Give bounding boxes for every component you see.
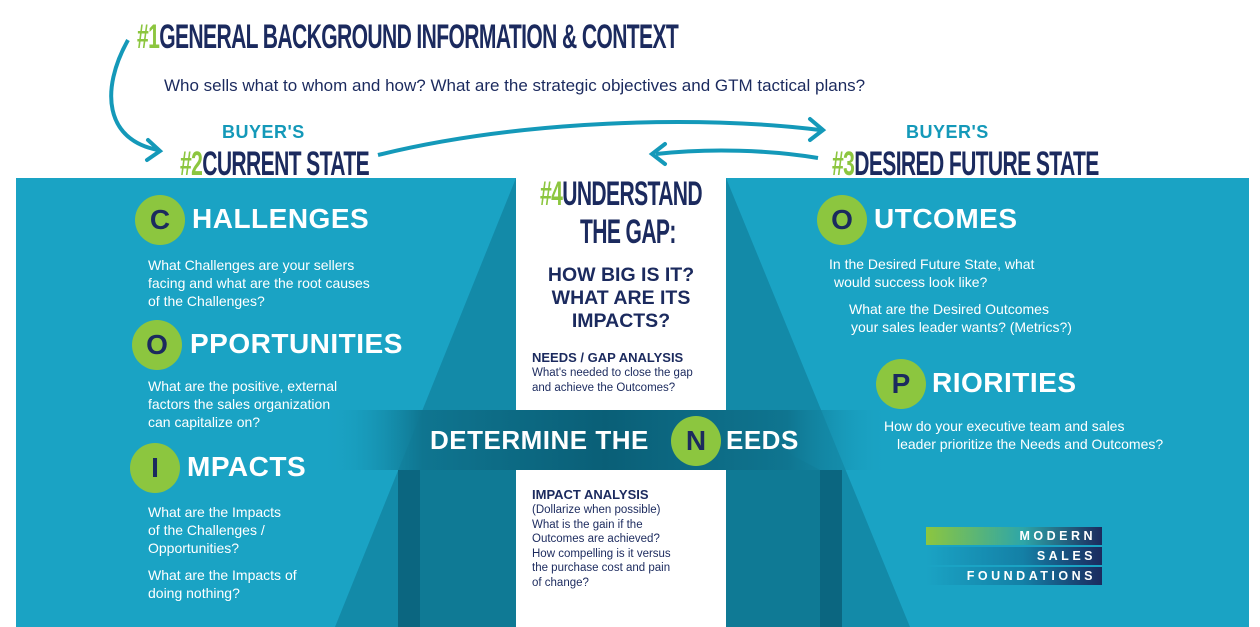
page-title: #1GENERAL BACKGROUND INFORMATION & CONTE… bbox=[137, 18, 679, 57]
arrow-future-to-gap bbox=[655, 148, 819, 160]
impact-analysis-line: the purchase cost and pain bbox=[532, 562, 671, 574]
impact-analysis-line: Outcomes are achieved? bbox=[532, 533, 660, 545]
gap-question-line: WHAT ARE ITS bbox=[551, 287, 691, 309]
needs-analysis-text: What's needed to close the gap and achie… bbox=[532, 366, 693, 395]
opportunities-line: What are the positive, external bbox=[148, 378, 338, 394]
priorities-line: leader prioritize the Needs and Outcomes… bbox=[897, 436, 1164, 452]
outcomes-text: In the Desired Future State, what would … bbox=[829, 255, 1034, 291]
priorities-letter-circle: P bbox=[876, 359, 926, 409]
impacts-line: doing nothing? bbox=[148, 585, 240, 601]
future-state-prefix: BUYER'S bbox=[906, 122, 989, 142]
arrow-current-to-future bbox=[377, 120, 821, 157]
future-state-text: DESIRED FUTURE STATE bbox=[854, 145, 1099, 183]
outcomes-line: In the Desired Future State, what bbox=[829, 256, 1035, 272]
needs-analysis-line: and achieve the Outcomes? bbox=[532, 381, 676, 394]
impacts-line: Opportunities? bbox=[148, 540, 240, 556]
impact-analysis-heading: IMPACT ANALYSIS bbox=[532, 487, 649, 502]
impacts-line: of the Challenges / bbox=[148, 522, 265, 538]
title-text: GENERAL BACKGROUND INFORMATION & CONTEXT bbox=[159, 18, 679, 56]
needs-analysis-line: What's needed to close the gap bbox=[532, 367, 693, 379]
challenges-line: of the Challenges? bbox=[148, 293, 265, 309]
outcomes-heading: UTCOMES bbox=[874, 203, 1018, 234]
challenges-line: facing and what are the root causes bbox=[148, 275, 370, 291]
current-state-number: #2 bbox=[180, 145, 203, 183]
current-state-prefix: BUYER'S bbox=[222, 122, 305, 142]
gap-line2: THE GAP: bbox=[580, 213, 676, 251]
outcomes-letter-circle: O bbox=[817, 195, 867, 245]
impact-analysis-line: What is the gain if the bbox=[532, 518, 643, 531]
impact-analysis-line: of change? bbox=[532, 576, 589, 589]
outcomes-line: would success look like? bbox=[834, 274, 988, 290]
opportunities-line: can capitalize on? bbox=[148, 414, 261, 430]
modern-sales-foundations-logo: MODERN SALES FOUNDATIONS bbox=[926, 527, 1102, 585]
gap-question-line: HOW BIG IS IT? bbox=[547, 264, 695, 286]
page-subtitle: Who sells what to whom and how? What are… bbox=[164, 76, 866, 95]
challenges-letter-circle: C bbox=[135, 195, 185, 245]
logo-line3: FOUNDATIONS bbox=[926, 567, 1102, 585]
current-state-heading: #2CURRENT STATE bbox=[180, 145, 370, 184]
needs-analysis-heading: NEEDS / GAP ANALYSIS bbox=[532, 350, 684, 365]
challenges-heading: HALLENGES bbox=[192, 203, 370, 234]
priorities-heading: RIORITIES bbox=[932, 367, 1077, 398]
needs-band-after: EEDS bbox=[726, 425, 799, 455]
needs-band-before: DETERMINE THE bbox=[430, 425, 649, 455]
impact-analysis-text: (Dollarize when possible) What is the ga… bbox=[532, 503, 671, 590]
impacts-letter-circle: I bbox=[130, 443, 180, 493]
needs-letter-circle: N bbox=[671, 416, 721, 466]
title-number: #1 bbox=[137, 18, 160, 56]
logo-line1: MODERN bbox=[926, 527, 1102, 545]
impacts-text-2: What are the Impacts of doing nothing? bbox=[148, 566, 297, 602]
gap-panel bbox=[516, 178, 726, 627]
challenges-text: What Challenges are your sellers facing … bbox=[148, 256, 370, 310]
opportunities-line: factors the sales organization bbox=[148, 396, 331, 412]
outcomes-line: your sales leader wants? (Metrics?) bbox=[851, 319, 1072, 335]
gap-question-line: IMPACTS? bbox=[571, 310, 671, 332]
challenges-line: What Challenges are your sellers bbox=[148, 257, 355, 273]
opportunities-text: What are the positive, external factors … bbox=[148, 377, 337, 431]
opportunities-heading: PPORTUNITIES bbox=[190, 328, 403, 359]
impacts-line: What are the Impacts bbox=[148, 504, 282, 520]
arrow-context-to-current bbox=[109, 39, 159, 152]
impacts-text: What are the Impacts of the Challenges /… bbox=[148, 503, 281, 557]
future-state-heading: #3DESIRED FUTURE STATE bbox=[832, 145, 1099, 184]
needs-band bbox=[320, 410, 890, 470]
current-state-text: CURRENT STATE bbox=[202, 145, 370, 183]
gap-question: HOW BIG IS IT? WHAT ARE ITS IMPACTS? bbox=[516, 264, 726, 333]
priorities-line: How do your executive team and sales bbox=[884, 418, 1125, 434]
outcomes-text-2: What are the Desired Outcomes your sales… bbox=[849, 300, 1072, 336]
impacts-line: What are the Impacts of bbox=[148, 567, 297, 583]
future-state-number: #3 bbox=[832, 145, 855, 183]
outcomes-line: What are the Desired Outcomes bbox=[849, 301, 1049, 317]
impact-analysis-line: (Dollarize when possible) bbox=[532, 504, 661, 516]
impact-analysis-line: How compelling is it versus bbox=[532, 547, 671, 560]
logo-line2: SALES bbox=[926, 547, 1102, 565]
impacts-heading: MPACTS bbox=[187, 451, 307, 482]
gap-number: #4 bbox=[540, 175, 563, 213]
gap-heading: #4UNDERSTAND bbox=[540, 175, 703, 213]
opportunities-letter-circle: O bbox=[132, 320, 182, 370]
gap-line1: UNDERSTAND bbox=[562, 175, 703, 213]
priorities-text: How do your executive team and sales lea… bbox=[884, 417, 1163, 453]
